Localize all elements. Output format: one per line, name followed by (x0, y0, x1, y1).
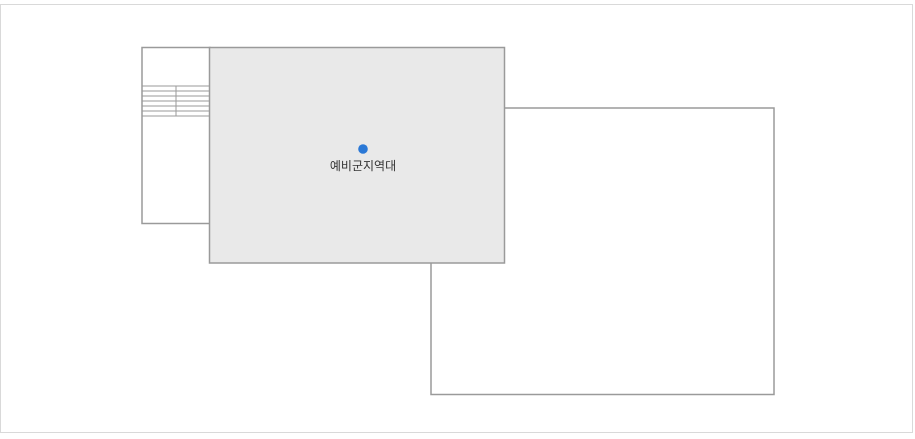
selected-room[interactable] (208, 46, 506, 264)
stairs (142, 85, 210, 117)
annex-building[interactable] (141, 46, 211, 225)
room-label: 예비군지역대 (329, 159, 397, 173)
location-marker[interactable] (358, 144, 368, 154)
